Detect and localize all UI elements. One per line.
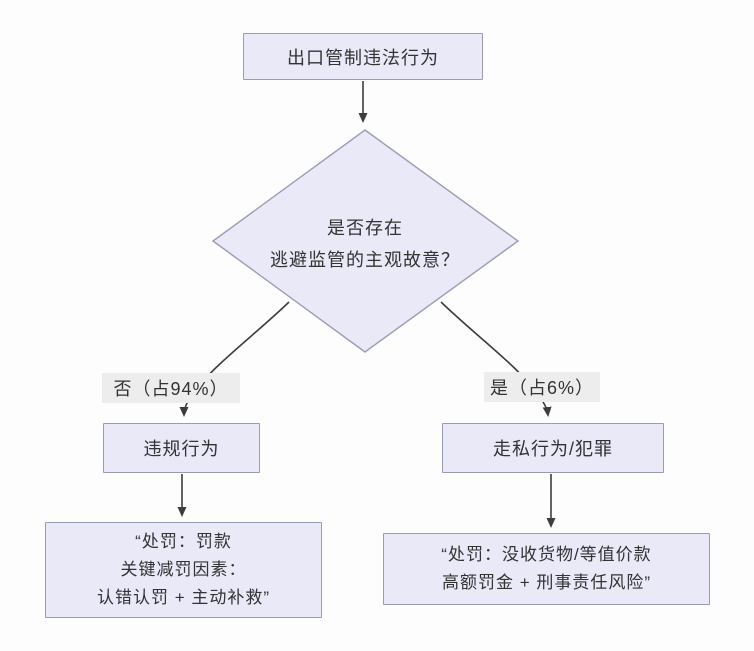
violation-outcome-node: “处罚：罚款 关键减罚因素： 认错认罚 + 主动补救” — [45, 522, 322, 618]
violation-node: 违规行为 — [103, 423, 260, 473]
branch-label-yes: 是（占6%） — [484, 372, 600, 402]
decision-node-text: 是否存在 逃避监管的主观故意？ — [270, 218, 460, 271]
smuggling-outcome-node: “处罚：没收货物/等值价款 高额罚金 + 刑事责任风险” — [383, 533, 710, 605]
smuggling-node: 走私行为/犯罪 — [442, 423, 664, 473]
branch-label-no: 否（占94%） — [102, 373, 240, 403]
start-node: 出口管制违法行为 — [243, 33, 483, 80]
